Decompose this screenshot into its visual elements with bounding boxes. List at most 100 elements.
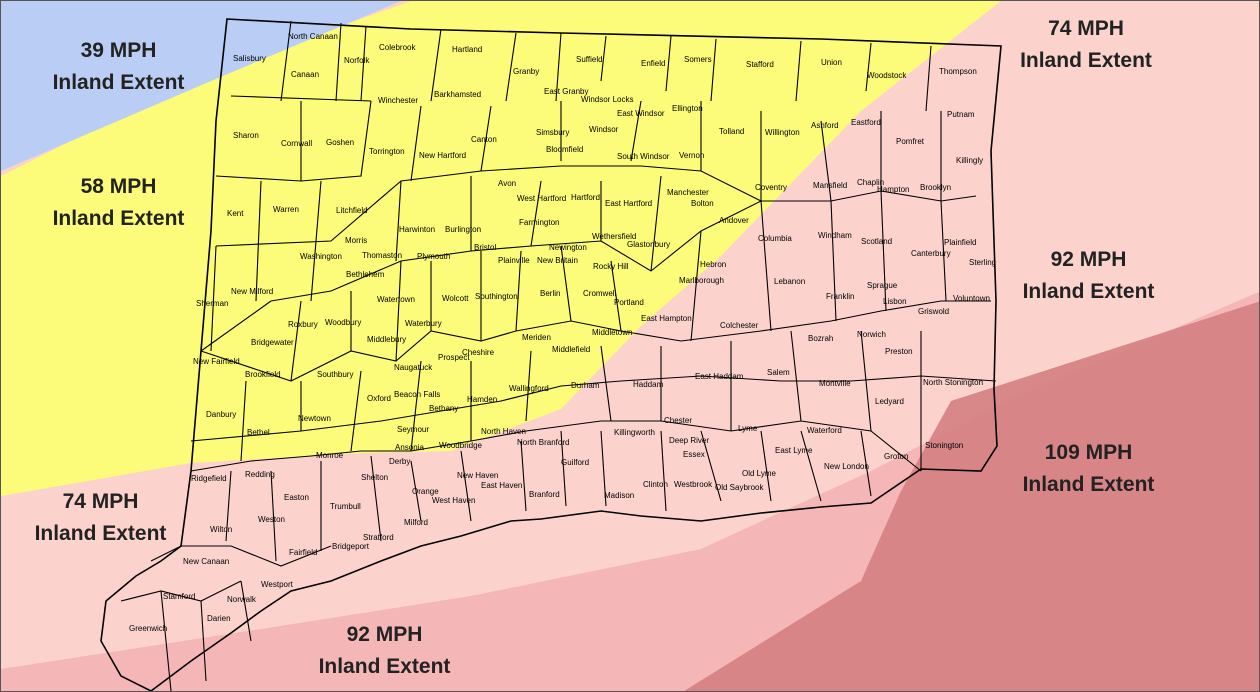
zone-label-extent: Inland Extent <box>1022 280 1155 303</box>
town-label: North Haven <box>481 427 526 436</box>
town-label: Colchester <box>720 321 759 330</box>
town-label: Barkhamsted <box>434 90 481 99</box>
town-label: Litchfield <box>336 206 368 215</box>
town-label: Cheshire <box>462 348 495 357</box>
town-label: New Hartford <box>419 151 466 160</box>
town-label: Plainfield <box>944 238 976 247</box>
town-label: Hampton <box>877 185 909 194</box>
town-label: Hartland <box>452 45 482 54</box>
town-label: New Canaan <box>183 557 229 566</box>
zone-label-74-ne: 74 MPH Inland Extent <box>1001 13 1171 77</box>
town-label: Old Saybrook <box>715 483 764 492</box>
town-label: Salem <box>767 368 790 377</box>
town-label: Washington <box>300 252 342 261</box>
town-label: Mansfield <box>813 181 847 190</box>
town-label: Griswold <box>918 307 949 316</box>
town-label: Farmington <box>519 218 559 227</box>
town-label: New Haven <box>457 471 498 480</box>
town-label: Oxford <box>367 394 391 403</box>
town-label: Morris <box>345 236 367 245</box>
town-label: Lyme <box>738 424 758 433</box>
town-label: Colebrook <box>379 43 416 52</box>
town-label: Granby <box>513 67 539 76</box>
town-label: Bethany <box>429 404 458 413</box>
town-label: South Windsor <box>617 152 670 161</box>
town-label: Beacon Falls <box>394 390 440 399</box>
town-label: New Milford <box>231 287 273 296</box>
town-label: Prospect <box>438 353 470 362</box>
town-label: Brookfield <box>245 370 281 379</box>
town-label: Windsor Locks <box>581 95 633 104</box>
town-label: Easton <box>284 493 309 502</box>
town-label: Clinton <box>643 480 668 489</box>
town-label: Andover <box>719 216 749 225</box>
town-label: Chester <box>664 416 692 425</box>
town-label: Southbury <box>317 370 353 379</box>
town-label: Wethersfield <box>592 232 636 241</box>
town-label: Norwalk <box>227 595 257 604</box>
zone-label-speed: 74 MPH <box>1048 17 1124 40</box>
town-label: Roxbury <box>288 320 318 329</box>
zone-label-speed: 92 MPH <box>346 623 423 646</box>
town-label: Watertown <box>377 295 415 304</box>
town-label: Chaplin <box>857 178 884 187</box>
town-label: Ridgefield <box>191 474 227 483</box>
town-label: Plymouth <box>417 252 450 261</box>
town-label: Columbia <box>758 234 792 243</box>
town-label: Tolland <box>719 127 744 136</box>
town-label: Derby <box>389 457 410 466</box>
town-label: East Hampton <box>641 314 692 323</box>
town-label: Vernon <box>679 151 704 160</box>
town-label: Marlborough <box>679 276 724 285</box>
town-label: Monroe <box>316 451 344 460</box>
town-label: Sharon <box>233 131 259 140</box>
town-label: Enfield <box>641 59 665 68</box>
town-label: Meriden <box>522 333 551 342</box>
town-label: Waterford <box>807 426 842 435</box>
town-label: Hamden <box>467 395 497 404</box>
town-label: Durham <box>571 381 600 390</box>
town-label: Canaan <box>291 70 319 79</box>
town-label: Voluntown <box>953 294 990 303</box>
town-label: Sherman <box>196 299 228 308</box>
town-label: Shelton <box>361 473 388 482</box>
town-label: Bolton <box>691 199 714 208</box>
town-label: Trumbull <box>330 502 361 511</box>
town-label: East Haven <box>481 481 522 490</box>
zone-label-92-s: 92 MPH Inland Extent <box>297 619 472 683</box>
town-label: Sterling <box>969 258 996 267</box>
town-label: Montville <box>819 379 851 388</box>
town-label: Portland <box>614 298 644 307</box>
town-label: Middletown <box>592 328 632 337</box>
town-label: Bristol <box>474 243 496 252</box>
zone-39-band <box>1 1 401 171</box>
town-label: Naugatuck <box>394 363 433 372</box>
town-label: Norfolk <box>344 56 370 65</box>
town-label: Groton <box>884 452 908 461</box>
town-label: Avon <box>498 179 516 188</box>
town-label: Milford <box>404 518 428 527</box>
town-label: East Haddam <box>695 372 744 381</box>
town-label: Middlefield <box>552 345 590 354</box>
town-label: Torrington <box>369 147 405 156</box>
town-label: New Fairfield <box>193 357 240 366</box>
zone-label-speed: 109 MPH <box>1044 441 1133 464</box>
town-label: Newtown <box>298 414 331 423</box>
town-label: Warren <box>273 205 299 214</box>
town-label: Westport <box>261 580 294 589</box>
town-label: Westbrook <box>674 480 713 489</box>
town-label: Windsor <box>589 125 619 134</box>
town-label: Canterbury <box>911 249 951 258</box>
town-label: Waterbury <box>405 319 442 328</box>
town-label: Suffield <box>576 55 603 64</box>
town-label: Ellington <box>672 104 703 113</box>
town-label: Bethel <box>247 428 270 437</box>
town-label: Pomfret <box>896 137 925 146</box>
town-label: New London <box>824 462 869 471</box>
town-label: Berlin <box>540 289 560 298</box>
town-label: Stafford <box>746 60 774 69</box>
town-label: Killingly <box>956 156 983 165</box>
town-label: Woodstock <box>867 71 907 80</box>
